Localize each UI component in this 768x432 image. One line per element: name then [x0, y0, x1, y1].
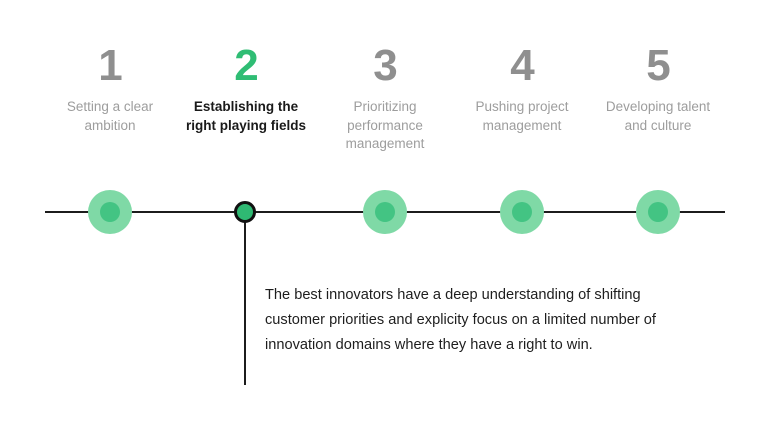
marker-dot-icon: [100, 202, 120, 222]
step-head-1[interactable]: 1 Setting a clear ambition: [48, 40, 172, 135]
timeline-connector-line: [244, 212, 246, 385]
step-number-5: 5: [646, 41, 670, 90]
step-label-2: Establishing the right playing fields: [185, 99, 306, 133]
step-label-5: Developing talent and culture: [605, 99, 711, 133]
step-number-1: 1: [98, 41, 122, 90]
step-number-2: 2: [234, 41, 258, 90]
marker-dot-icon: [512, 202, 532, 222]
timeline-step-heads: 1 Setting a clear ambition 2 Establishin…: [0, 40, 768, 175]
step-label-3: Prioritizing performance management: [345, 99, 425, 151]
marker-dot-icon: [375, 202, 395, 222]
step-number-3: 3: [373, 41, 397, 90]
marker-dot-icon: [648, 202, 668, 222]
step-label-1: Setting a clear ambition: [66, 99, 154, 133]
step-label-4: Pushing project management: [475, 99, 569, 133]
marker-dot-active-icon: [234, 201, 256, 223]
step-head-5[interactable]: 5 Developing talent and culture: [596, 40, 720, 135]
step-head-4[interactable]: 4 Pushing project management: [460, 40, 584, 135]
step-number-4: 4: [510, 41, 534, 90]
step-detail-paragraph: The best innovators have a deep understa…: [265, 287, 656, 353]
step-head-3[interactable]: 3 Prioritizing performance management: [323, 40, 447, 154]
step-head-2[interactable]: 2 Establishing the right playing fields: [184, 40, 308, 135]
